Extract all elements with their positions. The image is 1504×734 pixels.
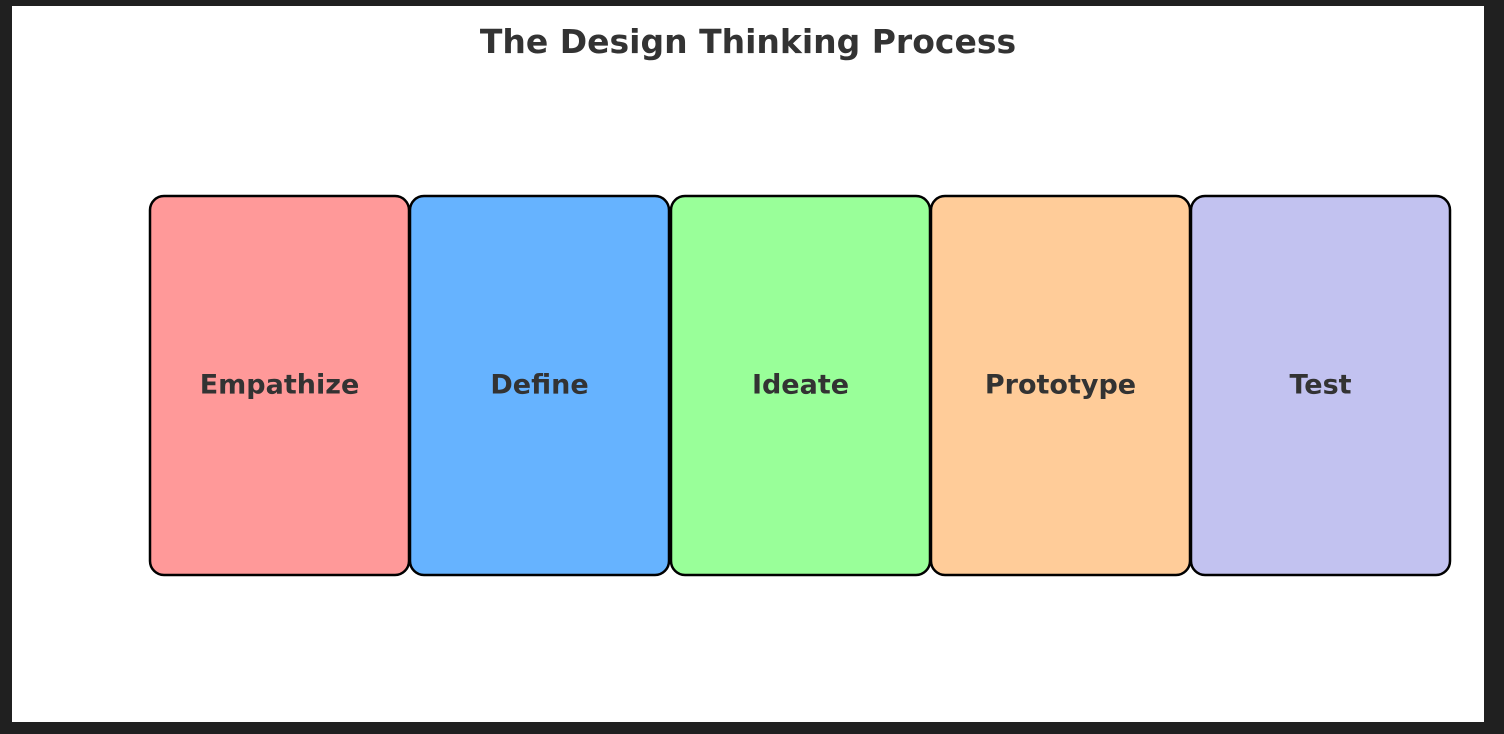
process-diagram: Empathize Define Ideate Prototype Test [148, 194, 1452, 577]
stage-label-ideate: Ideate [752, 370, 849, 401]
stage-label-test: Test [1289, 370, 1351, 401]
stage-ideate: Ideate [669, 194, 932, 577]
stage-empathize: Empathize [148, 194, 411, 577]
stage-box-define [408, 194, 671, 577]
page-title: The Design Thinking Process [479, 22, 1017, 61]
stage-label-empathize: Empathize [200, 370, 360, 401]
stage-label-prototype: Prototype [985, 370, 1136, 401]
stage-define: Define [408, 194, 671, 577]
diagram-canvas: The Design Thinking Process Empathize De… [12, 6, 1484, 722]
stage-label-define: Define [490, 370, 588, 401]
stage-prototype: Prototype [929, 194, 1192, 577]
stage-test: Test [1189, 194, 1452, 577]
stage-box-test [1189, 194, 1452, 577]
